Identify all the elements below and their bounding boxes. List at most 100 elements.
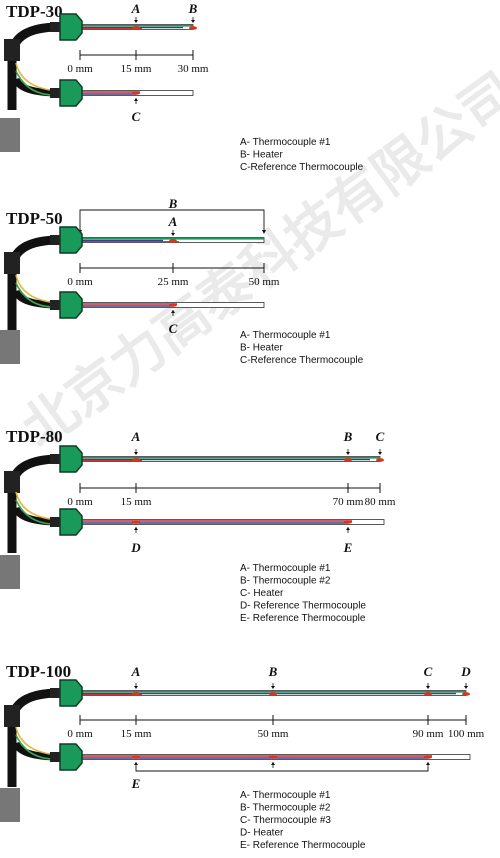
legend-item: E- Reference Thermocouple — [240, 840, 366, 851]
thermocouple-point — [169, 239, 177, 243]
scale-tick-label: 15 mm — [121, 728, 152, 740]
cable-junction — [4, 252, 20, 274]
plug-collar — [50, 300, 64, 310]
scale-tick-label: 50 mm — [249, 276, 280, 288]
legend-item: C- Heater — [240, 588, 284, 599]
scale-tick-label: 100 mm — [448, 728, 485, 740]
marker-label: C — [132, 109, 141, 124]
marker-label: B — [188, 1, 198, 16]
legend-item: A- Thermocouple #1 — [240, 137, 331, 148]
thermocouple-point — [132, 26, 140, 30]
marker-label: D — [460, 664, 471, 679]
marker-arrow-head — [134, 686, 138, 689]
top-probe-connector — [50, 13, 83, 41]
legend-item: B- Heater — [240, 150, 283, 161]
thermocouple-point — [269, 692, 277, 696]
plug-collar — [50, 454, 64, 464]
probe-connector — [59, 508, 83, 536]
plug-collar — [50, 688, 64, 698]
probe-connector — [59, 445, 83, 473]
plug-body — [0, 330, 20, 364]
legend-item: A- Thermocouple #1 — [240, 330, 331, 341]
marker-arrow-head — [346, 452, 350, 455]
reference-point — [169, 303, 177, 307]
probe-connector — [59, 226, 83, 254]
bottom-probe-connector — [50, 79, 83, 107]
bottom-probe-connector — [50, 743, 83, 771]
marker-label: E — [131, 776, 141, 791]
cable-junction — [4, 471, 20, 493]
bracket-arrow-right — [262, 230, 266, 234]
bottom-probe-connector — [50, 508, 83, 536]
reference-point — [269, 755, 277, 759]
plug-body — [0, 118, 20, 152]
marker-arrow-head — [426, 762, 430, 765]
section-title: TDP-100 — [6, 662, 71, 681]
probe-connector — [59, 291, 83, 319]
legend-item: C- Thermocouple #3 — [240, 815, 331, 826]
plug-collar — [50, 235, 64, 245]
heater-span-bracket — [79, 209, 265, 232]
marker-arrow-head — [191, 20, 195, 23]
marker-arrow-head — [171, 233, 175, 236]
plug-collar — [50, 517, 64, 527]
marker-arrow-head — [134, 762, 138, 765]
section-title: TDP-30 — [6, 2, 63, 21]
marker-arrow-head — [134, 452, 138, 455]
legend-item: B- Thermocouple #2 — [240, 803, 331, 814]
reference-point — [344, 520, 352, 524]
marker-label: D — [130, 540, 141, 555]
scale-tick-label: 0 mm — [67, 63, 93, 75]
top-probe-connector — [50, 445, 83, 473]
marker-label: C — [424, 664, 433, 679]
marker-label: C — [376, 429, 385, 444]
reference-point — [132, 520, 140, 524]
marker-arrow-head — [134, 98, 138, 101]
cable-junction — [4, 39, 20, 61]
scale-tick-label: 80 mm — [365, 496, 396, 508]
thermocouple-point — [189, 26, 197, 30]
legend-item: B- Heater — [240, 343, 283, 354]
marker-arrow-head — [271, 686, 275, 689]
thermocouple-point — [344, 458, 352, 462]
marker-label: A — [168, 214, 178, 229]
legend-item: A- Thermocouple #1 — [240, 790, 331, 801]
top-probe-connector — [50, 679, 83, 707]
scale-tick-label: 25 mm — [158, 276, 189, 288]
marker-arrow-head — [134, 20, 138, 23]
plug-collar — [50, 22, 64, 32]
plug-body — [0, 788, 20, 822]
legend-item: B- Thermocouple #2 — [240, 576, 331, 587]
probe-connector — [59, 679, 83, 707]
bracket-label: B — [168, 196, 178, 211]
top-probe-connector — [50, 226, 83, 254]
marker-label: B — [343, 429, 353, 444]
marker-arrow-head — [426, 686, 430, 689]
marker-arrow-head — [271, 762, 275, 765]
plug-body — [0, 555, 20, 589]
section-title: TDP-50 — [6, 209, 63, 228]
scale-tick-label: 0 mm — [67, 496, 93, 508]
plug-collar — [50, 88, 64, 98]
thermocouple-point — [424, 692, 432, 696]
legend-item: C-Reference Thermocouple — [240, 162, 364, 173]
reference-point — [424, 755, 432, 759]
scale-tick-label: 0 mm — [67, 728, 93, 740]
legend-item: E- Reference Thermocouple — [240, 613, 366, 624]
legend-item: D- Heater — [240, 828, 284, 839]
thermocouple-point — [132, 458, 140, 462]
thermocouple-point — [376, 458, 384, 462]
section-title: TDP-80 — [6, 427, 63, 446]
thermocouple-point — [462, 692, 470, 696]
marker-arrow-head — [464, 686, 468, 689]
bottom-probe-sheath — [81, 519, 385, 525]
legend-item: A- Thermocouple #1 — [240, 563, 331, 574]
plug-collar — [50, 752, 64, 762]
probe-connector — [59, 743, 83, 771]
marker-label: E — [343, 540, 353, 555]
